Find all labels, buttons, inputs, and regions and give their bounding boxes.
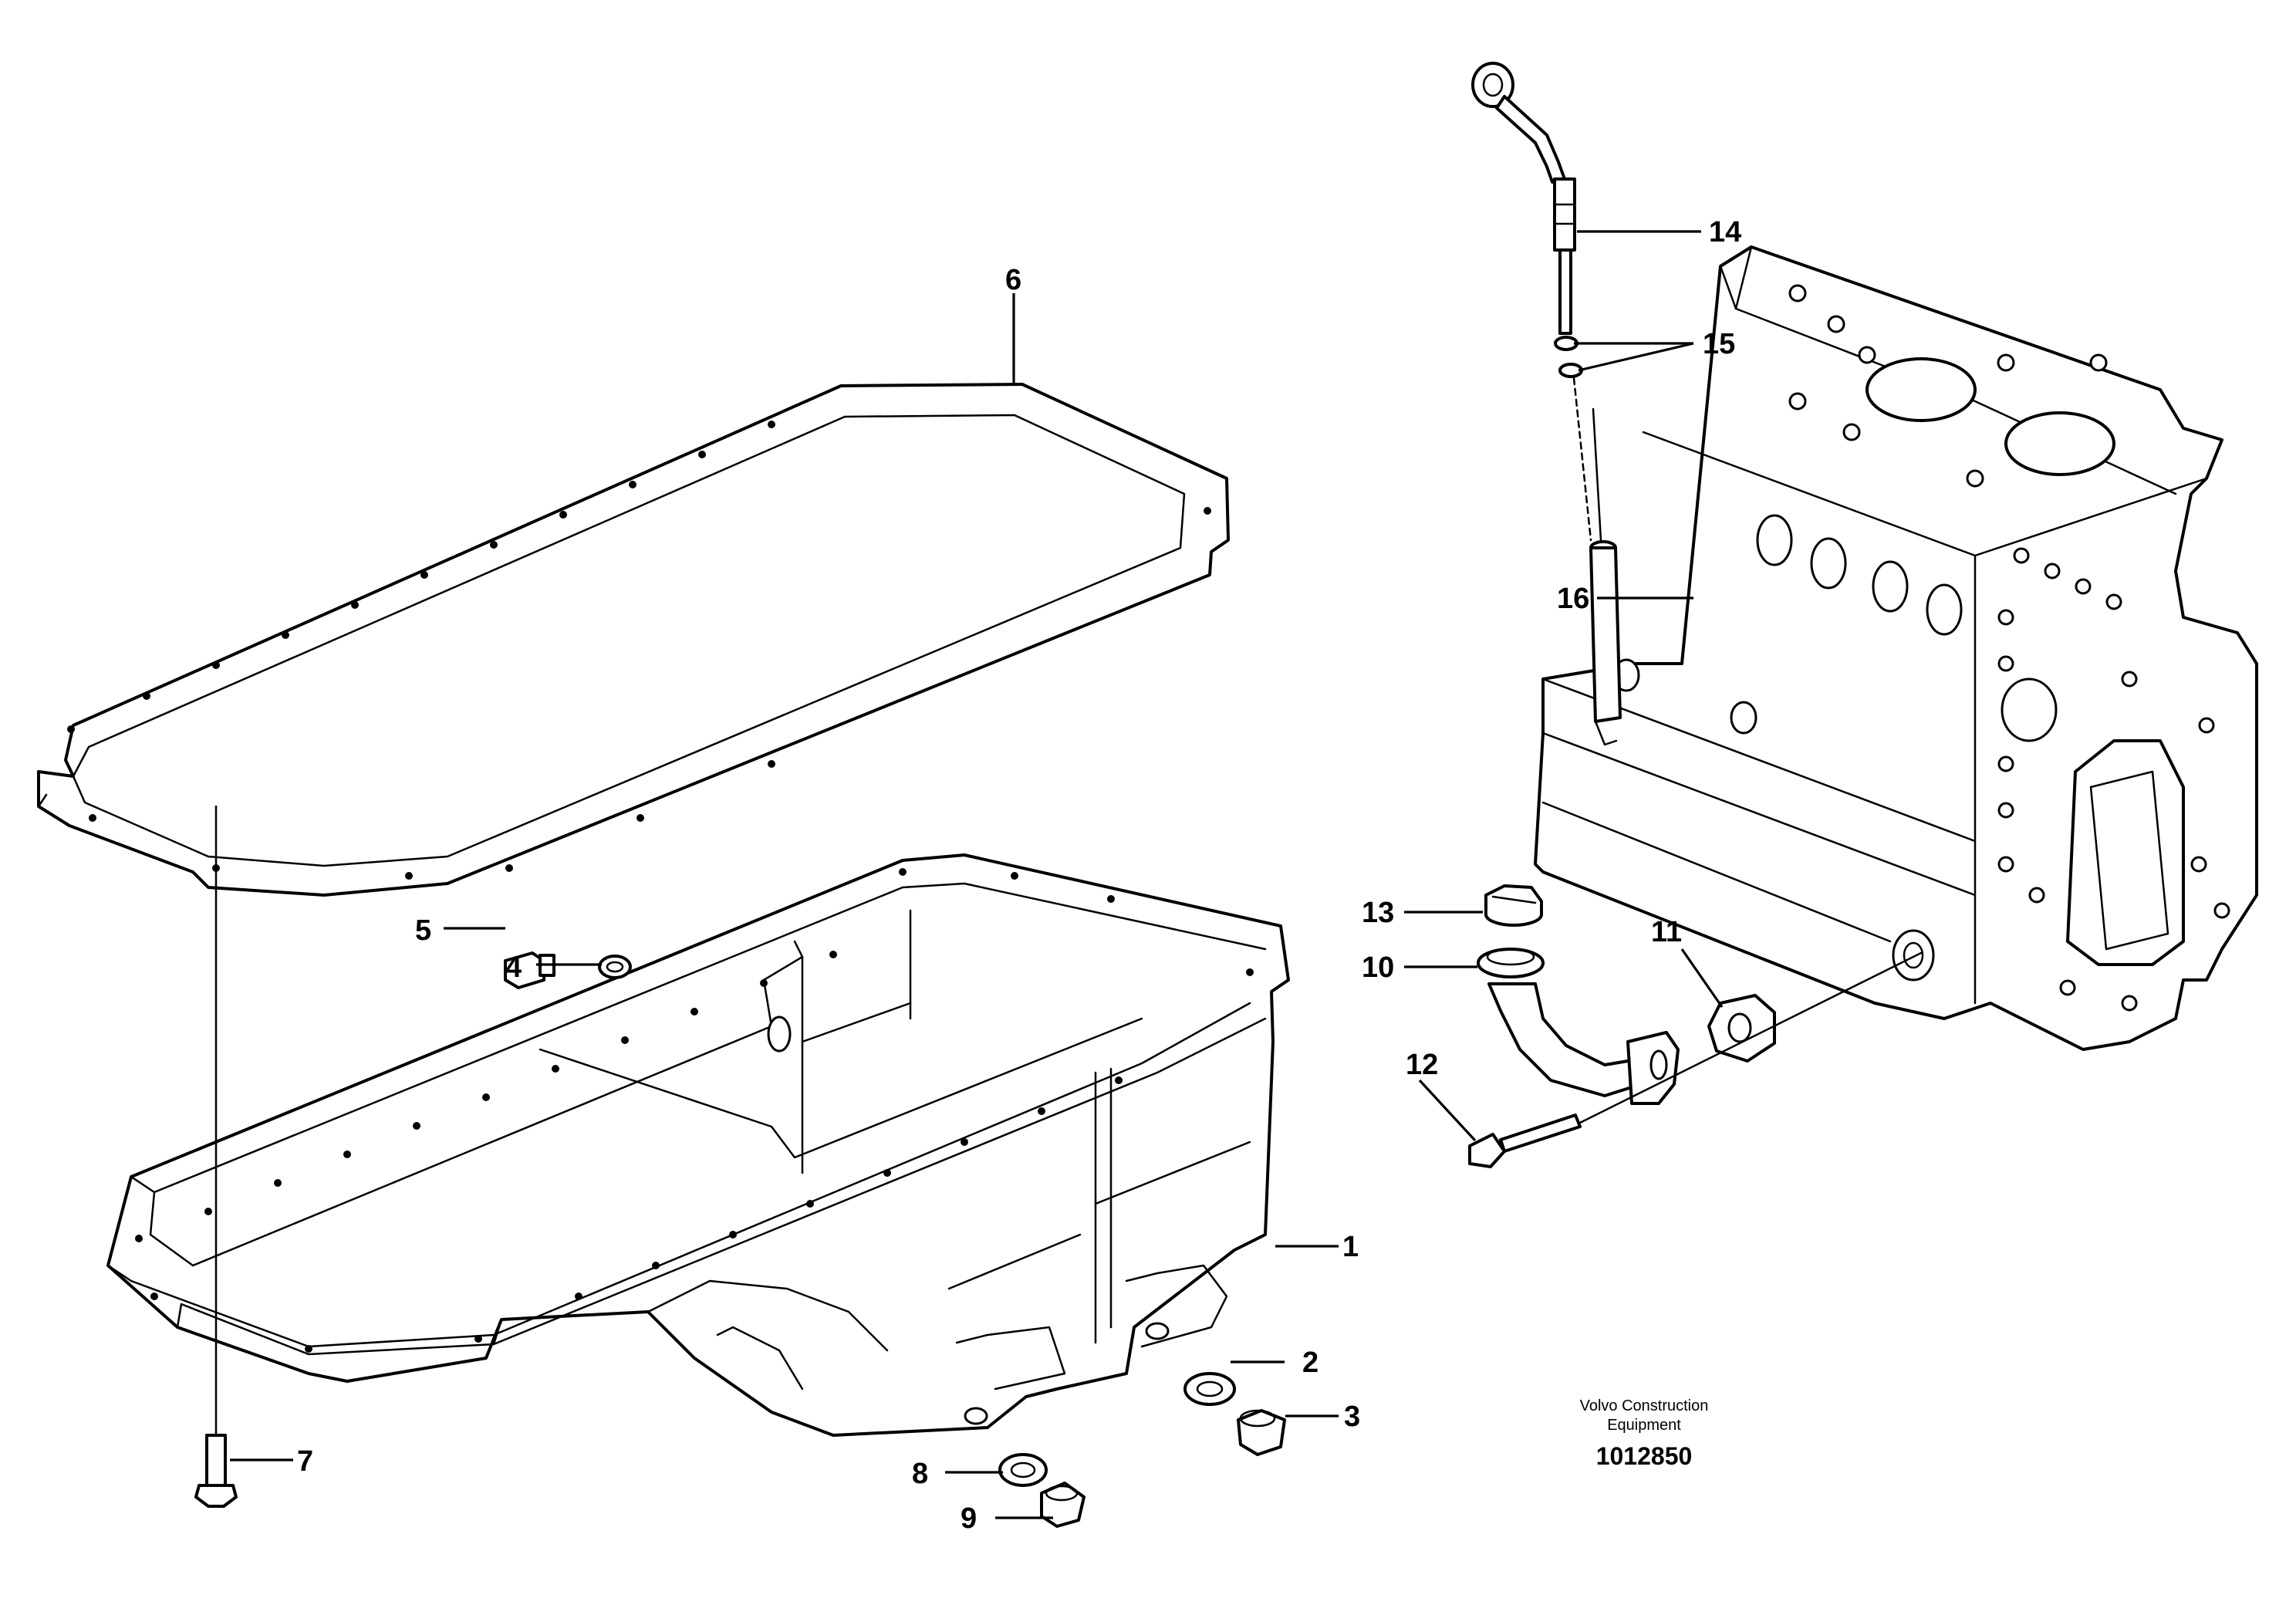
washer-part-2 [1183,1372,1236,1406]
callout-2: 2 [1302,1347,1319,1379]
caption-line-1: Volvo Construction [1580,1397,1709,1414]
washer-part-8 [998,1453,1048,1487]
callout-10: 10 [1362,951,1394,984]
guide-tube-part-16 [1589,540,1622,746]
gasket-part-6 [37,383,1230,897]
washer-part-4 [598,955,632,979]
callout-labels: 1 2 3 4 5 6 7 8 9 10 11 12 13 14 15 16 [297,216,1741,1535]
callout-14: 14 [1709,216,1741,248]
callout-6: 6 [1005,264,1021,296]
callout-9: 9 [961,1502,977,1535]
bolt-part-12 [1468,951,1923,1168]
callout-13: 13 [1362,897,1394,929]
dipstick-part-14 [1471,62,1576,335]
callout-4: 4 [505,951,522,984]
leader-lines [230,230,1724,1519]
callout-12: 12 [1406,1049,1438,1081]
callout-3: 3 [1344,1401,1360,1433]
bolt-part-7 [194,805,238,1508]
callout-15: 15 [1703,328,1735,360]
plug-part-3 [1237,1409,1286,1456]
callout-11: 11 [1651,916,1682,948]
oil-sump-part-1 [106,853,1290,1437]
callout-5: 5 [415,914,431,947]
caption-line-2: Equipment [1607,1417,1681,1434]
document-number: 1012850 [1596,1442,1693,1470]
filler-pipe [1487,982,1680,1105]
callout-16: 16 [1557,583,1589,615]
filler-cap-part-13 [1484,884,1543,927]
plug-part-9 [1040,1482,1086,1528]
callout-7: 7 [297,1445,313,1478]
gasket-part-11 [1707,994,1776,1063]
adapter-ring-part-10 [1477,948,1545,978]
callout-8: 8 [912,1458,928,1490]
publisher-caption: Volvo Construction Equipment 1012850 [1580,1397,1709,1470]
callout-1: 1 [1342,1231,1359,1263]
engine-block [1534,245,2258,1051]
